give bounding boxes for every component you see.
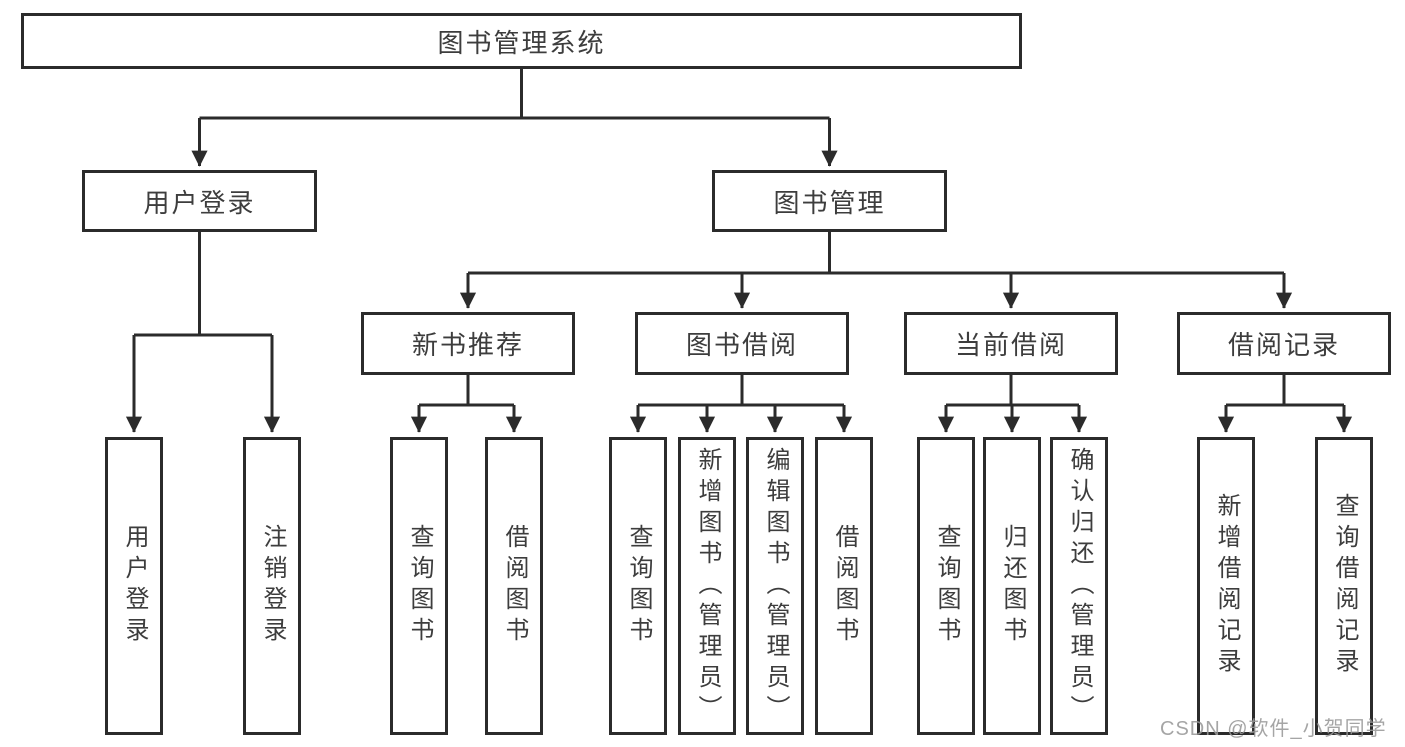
leaf-node-label: 借阅图书 xyxy=(501,524,528,648)
leaf-node-label: 注销登录 xyxy=(259,524,286,648)
leaf-node-label: 用户登录 xyxy=(121,524,148,648)
connector-new-book-rec xyxy=(410,375,523,433)
connector-book-borrow xyxy=(629,375,853,433)
leaf-node-query-book-rec: 查询图书 xyxy=(390,437,448,735)
connector-root xyxy=(191,69,838,167)
leaf-node-label: 新增图书（管理员） xyxy=(694,446,721,726)
leaf-node-label: 新增借阅记录 xyxy=(1213,493,1240,679)
group-node-book-borrow: 图书借阅 xyxy=(635,312,849,375)
branch-node-label: 图书管理 xyxy=(773,187,886,218)
connector-borrow-record xyxy=(1217,375,1353,433)
root-node-label: 图书管理系统 xyxy=(437,27,606,58)
leaf-node-add-book-admin: 新增图书（管理员） xyxy=(678,437,736,735)
leaf-node-label: 查询图书 xyxy=(406,524,433,648)
connector-book-mgmt xyxy=(459,232,1293,309)
group-node-label: 图书借阅 xyxy=(685,330,798,360)
leaf-node-label: 查询借阅记录 xyxy=(1331,493,1358,679)
leaf-node-return-book: 归还图书 xyxy=(983,437,1041,735)
group-node-label: 借阅记录 xyxy=(1227,330,1340,360)
csdn-watermark: CSDN @软件_小贺同学 xyxy=(1160,718,1387,740)
leaf-node-query-book-borrow: 查询图书 xyxy=(609,437,667,735)
leaf-node-logout: 注销登录 xyxy=(243,437,301,735)
leaf-node-label: 编辑图书（管理员） xyxy=(762,446,789,726)
leaf-node-confirm-return-admin: 确认归还（管理员） xyxy=(1050,437,1108,735)
connector-user-login xyxy=(125,232,281,433)
leaf-node-query-borrow-record: 查询借阅记录 xyxy=(1315,437,1373,735)
leaf-node-label: 查询图书 xyxy=(933,524,960,648)
group-node-new-book-rec: 新书推荐 xyxy=(361,312,575,375)
leaf-node-add-borrow-record: 新增借阅记录 xyxy=(1197,437,1255,735)
leaf-node-query-book-current: 查询图书 xyxy=(917,437,975,735)
leaf-node-label: 确认归还（管理员） xyxy=(1066,446,1093,726)
leaf-node-user-login: 用户登录 xyxy=(105,437,163,735)
branch-node-label: 用户登录 xyxy=(143,187,256,218)
connector-current-borrow xyxy=(937,375,1088,433)
group-node-label: 当前借阅 xyxy=(954,330,1067,360)
group-node-label: 新书推荐 xyxy=(411,330,524,360)
leaf-node-borrow-book: 借阅图书 xyxy=(815,437,873,735)
root-node-library-system: 图书管理系统 xyxy=(21,13,1022,69)
leaf-node-label: 借阅图书 xyxy=(831,524,858,648)
group-node-current-borrow: 当前借阅 xyxy=(904,312,1118,375)
branch-node-user-login: 用户登录 xyxy=(82,170,317,232)
leaf-node-label: 归还图书 xyxy=(999,524,1026,648)
leaf-node-label: 查询图书 xyxy=(625,524,652,648)
group-node-borrow-record: 借阅记录 xyxy=(1177,312,1391,375)
leaf-node-borrow-book-rec: 借阅图书 xyxy=(485,437,543,735)
leaf-node-edit-book-admin: 编辑图书（管理员） xyxy=(746,437,804,735)
branch-node-book-mgmt: 图书管理 xyxy=(712,170,947,232)
